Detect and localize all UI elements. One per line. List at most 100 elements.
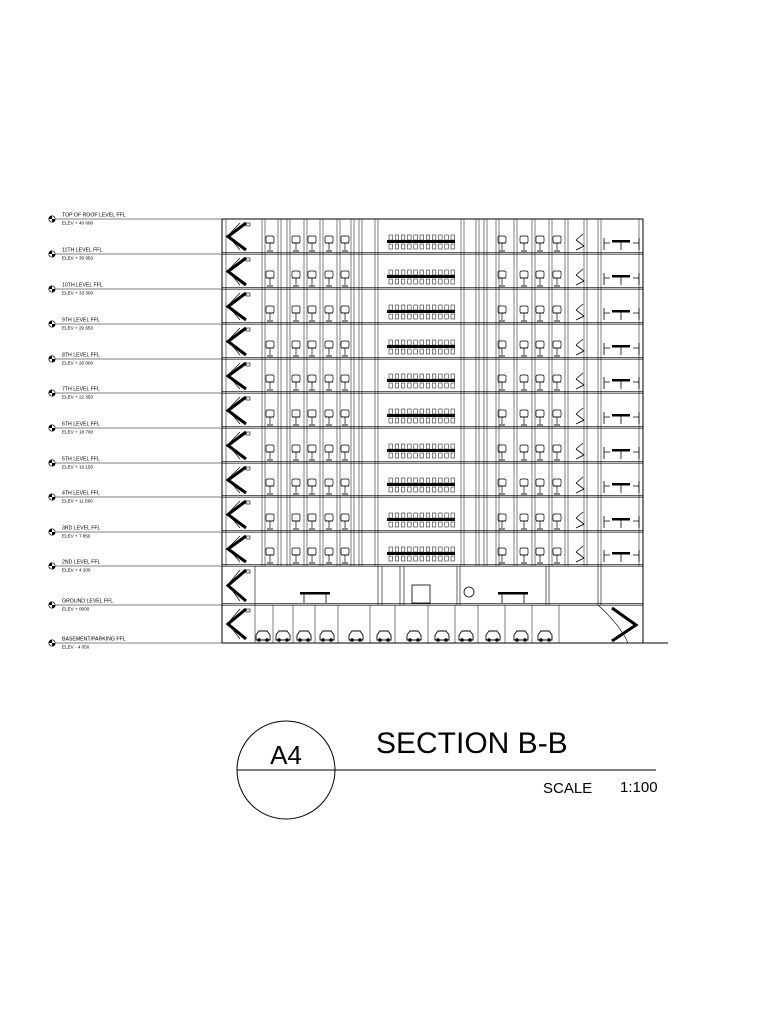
table-chair [419, 269, 424, 276]
car-wheel [277, 638, 281, 642]
table-chair [450, 234, 455, 241]
table-chair [450, 477, 455, 484]
table-chair [450, 443, 455, 450]
chair-symbol [552, 340, 562, 357]
table-chair [413, 234, 418, 241]
stair-landing [245, 608, 251, 613]
lounge-chair-symbol [575, 268, 585, 286]
car-wheel [358, 638, 362, 642]
table-chair [438, 243, 443, 250]
table-chair [450, 373, 455, 380]
car-wheel [350, 638, 354, 642]
stair-landing [245, 431, 251, 436]
table-chair [419, 382, 424, 389]
stair-handrail [227, 257, 241, 286]
car-body [255, 630, 271, 641]
chair-back [307, 235, 317, 244]
table-chair [394, 417, 399, 424]
table-chair [438, 477, 443, 484]
table-chair [432, 521, 437, 528]
chair-symbol [535, 478, 545, 495]
chair-back [265, 409, 275, 418]
table-chair [407, 269, 412, 276]
chair-symbol [340, 305, 350, 322]
table-chair [401, 313, 406, 320]
table-chair [388, 304, 393, 311]
chair-symbol [497, 235, 507, 252]
chair-symbol [519, 547, 529, 564]
chair-symbol [552, 270, 562, 287]
chair-symbol [497, 513, 507, 530]
chair-symbol [497, 409, 507, 426]
chair-symbol [324, 547, 334, 564]
table-chair [401, 269, 406, 276]
chair-back [265, 547, 275, 556]
section-title: SECTION B-B [376, 727, 568, 760]
table-chair [407, 348, 412, 355]
chair-back [291, 305, 301, 314]
table-chair [419, 546, 424, 553]
table-chair [401, 512, 406, 519]
chair-back [340, 235, 350, 244]
table-chair [425, 443, 430, 450]
conference-table-symbol [387, 408, 455, 424]
table-chair [419, 408, 424, 415]
stair-handrail [227, 396, 241, 425]
chair-back [340, 547, 350, 556]
chair-back [324, 305, 334, 314]
chair-back [265, 513, 275, 522]
chair-symbol [519, 409, 529, 426]
chair-symbol [552, 547, 562, 564]
chair-back [265, 305, 275, 314]
table-chair [425, 234, 430, 241]
conference-table-symbol [387, 304, 455, 320]
table-chair [450, 304, 455, 311]
table-chair [401, 521, 406, 528]
level-name: BASEMENT/PARKING FFL [62, 637, 126, 643]
chair-symbol [307, 374, 317, 391]
table-chair [407, 373, 412, 380]
table-chair [419, 348, 424, 355]
chair-back [340, 374, 350, 383]
chair-symbol [552, 444, 562, 461]
side-chairs [603, 481, 640, 493]
stair-flight [225, 361, 247, 391]
stair-flight [225, 499, 247, 530]
stair-landing [245, 535, 251, 540]
level-datum-fill [48, 562, 56, 570]
level-name: 4TH LEVEL FFL [62, 491, 100, 497]
car-body [434, 630, 450, 641]
table-chair [444, 348, 449, 355]
table-chair [413, 313, 418, 320]
chair-symbol [324, 305, 334, 322]
chair-symbol [519, 374, 529, 391]
table-chair [425, 417, 430, 424]
level-datum-fill [48, 493, 56, 501]
table-chair [394, 234, 399, 241]
table-chair [394, 313, 399, 320]
table-chair [419, 339, 424, 346]
stair-landing [245, 222, 251, 227]
table-chair [413, 339, 418, 346]
table-chair [432, 417, 437, 424]
lobby-planter [463, 586, 475, 598]
table-chair [419, 278, 424, 285]
table-chair [438, 512, 443, 519]
level-datum-fill [48, 215, 56, 223]
table-chair [444, 512, 449, 519]
chair-symbol [307, 513, 317, 530]
level-name: GROUND LEVEL FFL [62, 599, 113, 605]
table-chair [388, 417, 393, 424]
table-chair [444, 313, 449, 320]
table-chair [438, 408, 443, 415]
table-chair [438, 452, 443, 459]
table-chair [388, 278, 393, 285]
stair-landing [245, 500, 251, 505]
chair-symbol [340, 444, 350, 461]
car-wheel [306, 638, 310, 642]
table-chair [450, 546, 455, 553]
level-datum-fill [48, 285, 56, 293]
